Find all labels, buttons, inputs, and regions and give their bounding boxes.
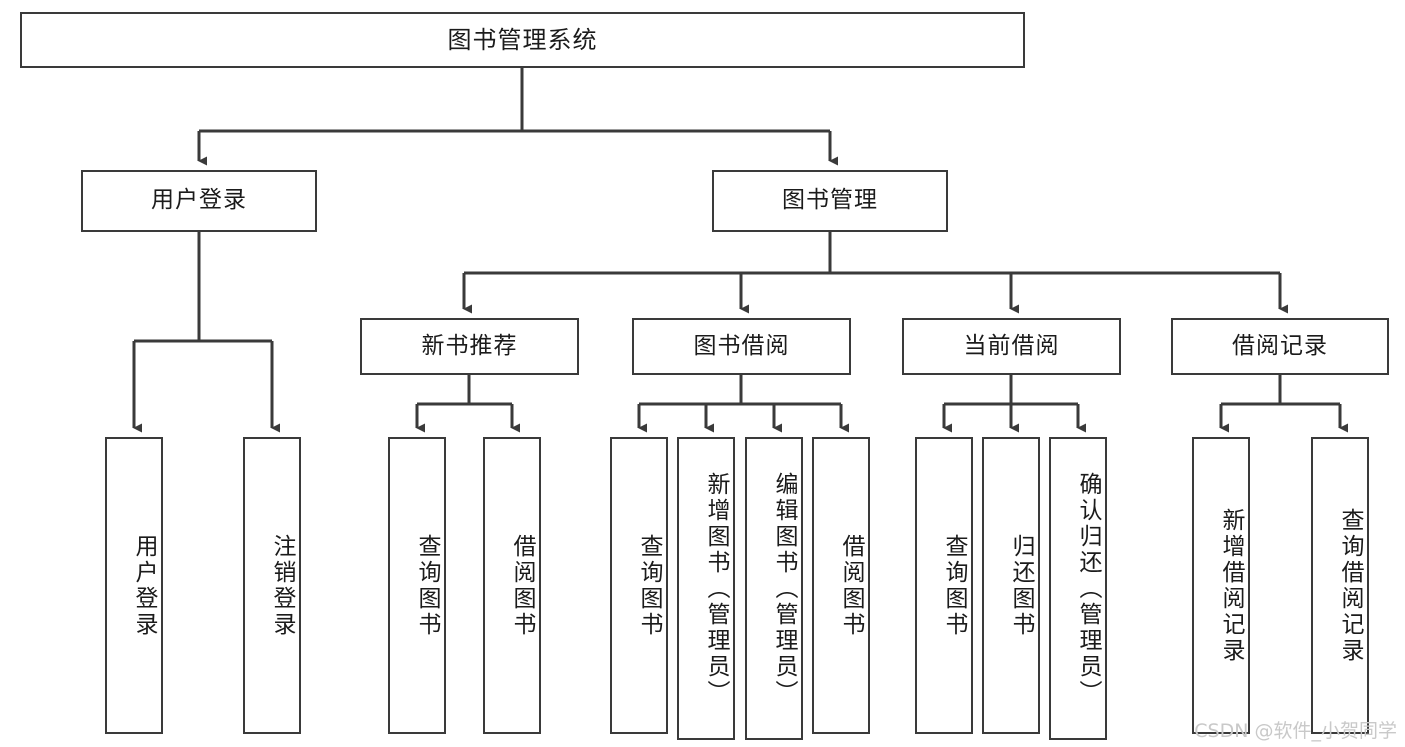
node-leaf-return-book-label: 归还图书 — [1008, 533, 1034, 638]
node-leaf-user-login-label: 用户登录 — [131, 533, 157, 638]
node-book-borrow[interactable]: 图书借阅 — [632, 318, 851, 375]
node-leaf-borrow-book-1-label: 借阅图书 — [509, 533, 535, 638]
node-leaf-query-book-2-label: 查询图书 — [636, 533, 662, 638]
node-leaf-query-book-3-label: 查询图书 — [941, 533, 967, 638]
node-new-book-recommend[interactable]: 新书推荐 — [360, 318, 579, 375]
node-new-book-recommend-label: 新书推荐 — [421, 332, 518, 359]
node-book-manage-label: 图书管理 — [782, 187, 878, 214]
node-leaf-logout-label: 注销登录 — [269, 533, 295, 638]
node-leaf-confirm-return[interactable]: 确认归还（管理员） — [1049, 437, 1107, 740]
watermark-text: CSDN @软件_小贺同学 — [1194, 720, 1397, 742]
node-leaf-logout[interactable]: 注销登录 — [243, 437, 301, 734]
node-leaf-query-book-1-label: 查询图书 — [414, 533, 440, 638]
node-leaf-add-record[interactable]: 新增借阅记录 — [1192, 437, 1250, 734]
node-book-manage[interactable]: 图书管理 — [712, 170, 948, 232]
node-leaf-add-record-label: 新增借阅记录 — [1218, 507, 1244, 664]
node-current-borrow[interactable]: 当前借阅 — [902, 318, 1121, 375]
node-root[interactable]: 图书管理系统 — [20, 12, 1025, 68]
node-leaf-query-record-label: 查询借阅记录 — [1337, 507, 1363, 664]
node-leaf-borrow-book-2-label: 借阅图书 — [838, 533, 864, 638]
node-current-borrow-label: 当前借阅 — [963, 332, 1060, 359]
node-leaf-borrow-book-1[interactable]: 借阅图书 — [483, 437, 541, 734]
node-leaf-query-book-2[interactable]: 查询图书 — [610, 437, 668, 734]
node-book-borrow-label: 图书借阅 — [693, 332, 790, 359]
node-leaf-user-login[interactable]: 用户登录 — [105, 437, 163, 734]
node-borrow-record-label: 借阅记录 — [1232, 332, 1328, 359]
node-leaf-edit-book-label: 编辑图书（管理员） — [771, 471, 797, 706]
node-leaf-borrow-book-2[interactable]: 借阅图书 — [812, 437, 870, 734]
node-leaf-edit-book[interactable]: 编辑图书（管理员） — [745, 437, 803, 740]
node-leaf-add-book[interactable]: 新增图书（管理员） — [677, 437, 735, 740]
node-leaf-confirm-return-label: 确认归还（管理员） — [1075, 471, 1101, 706]
node-leaf-query-record[interactable]: 查询借阅记录 — [1311, 437, 1369, 734]
node-leaf-add-book-label: 新增图书（管理员） — [703, 471, 729, 706]
node-leaf-return-book[interactable]: 归还图书 — [982, 437, 1040, 734]
node-root-label: 图书管理系统 — [447, 25, 598, 54]
node-borrow-record[interactable]: 借阅记录 — [1171, 318, 1389, 375]
node-user-login[interactable]: 用户登录 — [81, 170, 317, 232]
node-leaf-query-book-3[interactable]: 查询图书 — [915, 437, 973, 734]
node-leaf-query-book-1[interactable]: 查询图书 — [388, 437, 446, 734]
node-user-login-label: 用户登录 — [151, 187, 247, 214]
